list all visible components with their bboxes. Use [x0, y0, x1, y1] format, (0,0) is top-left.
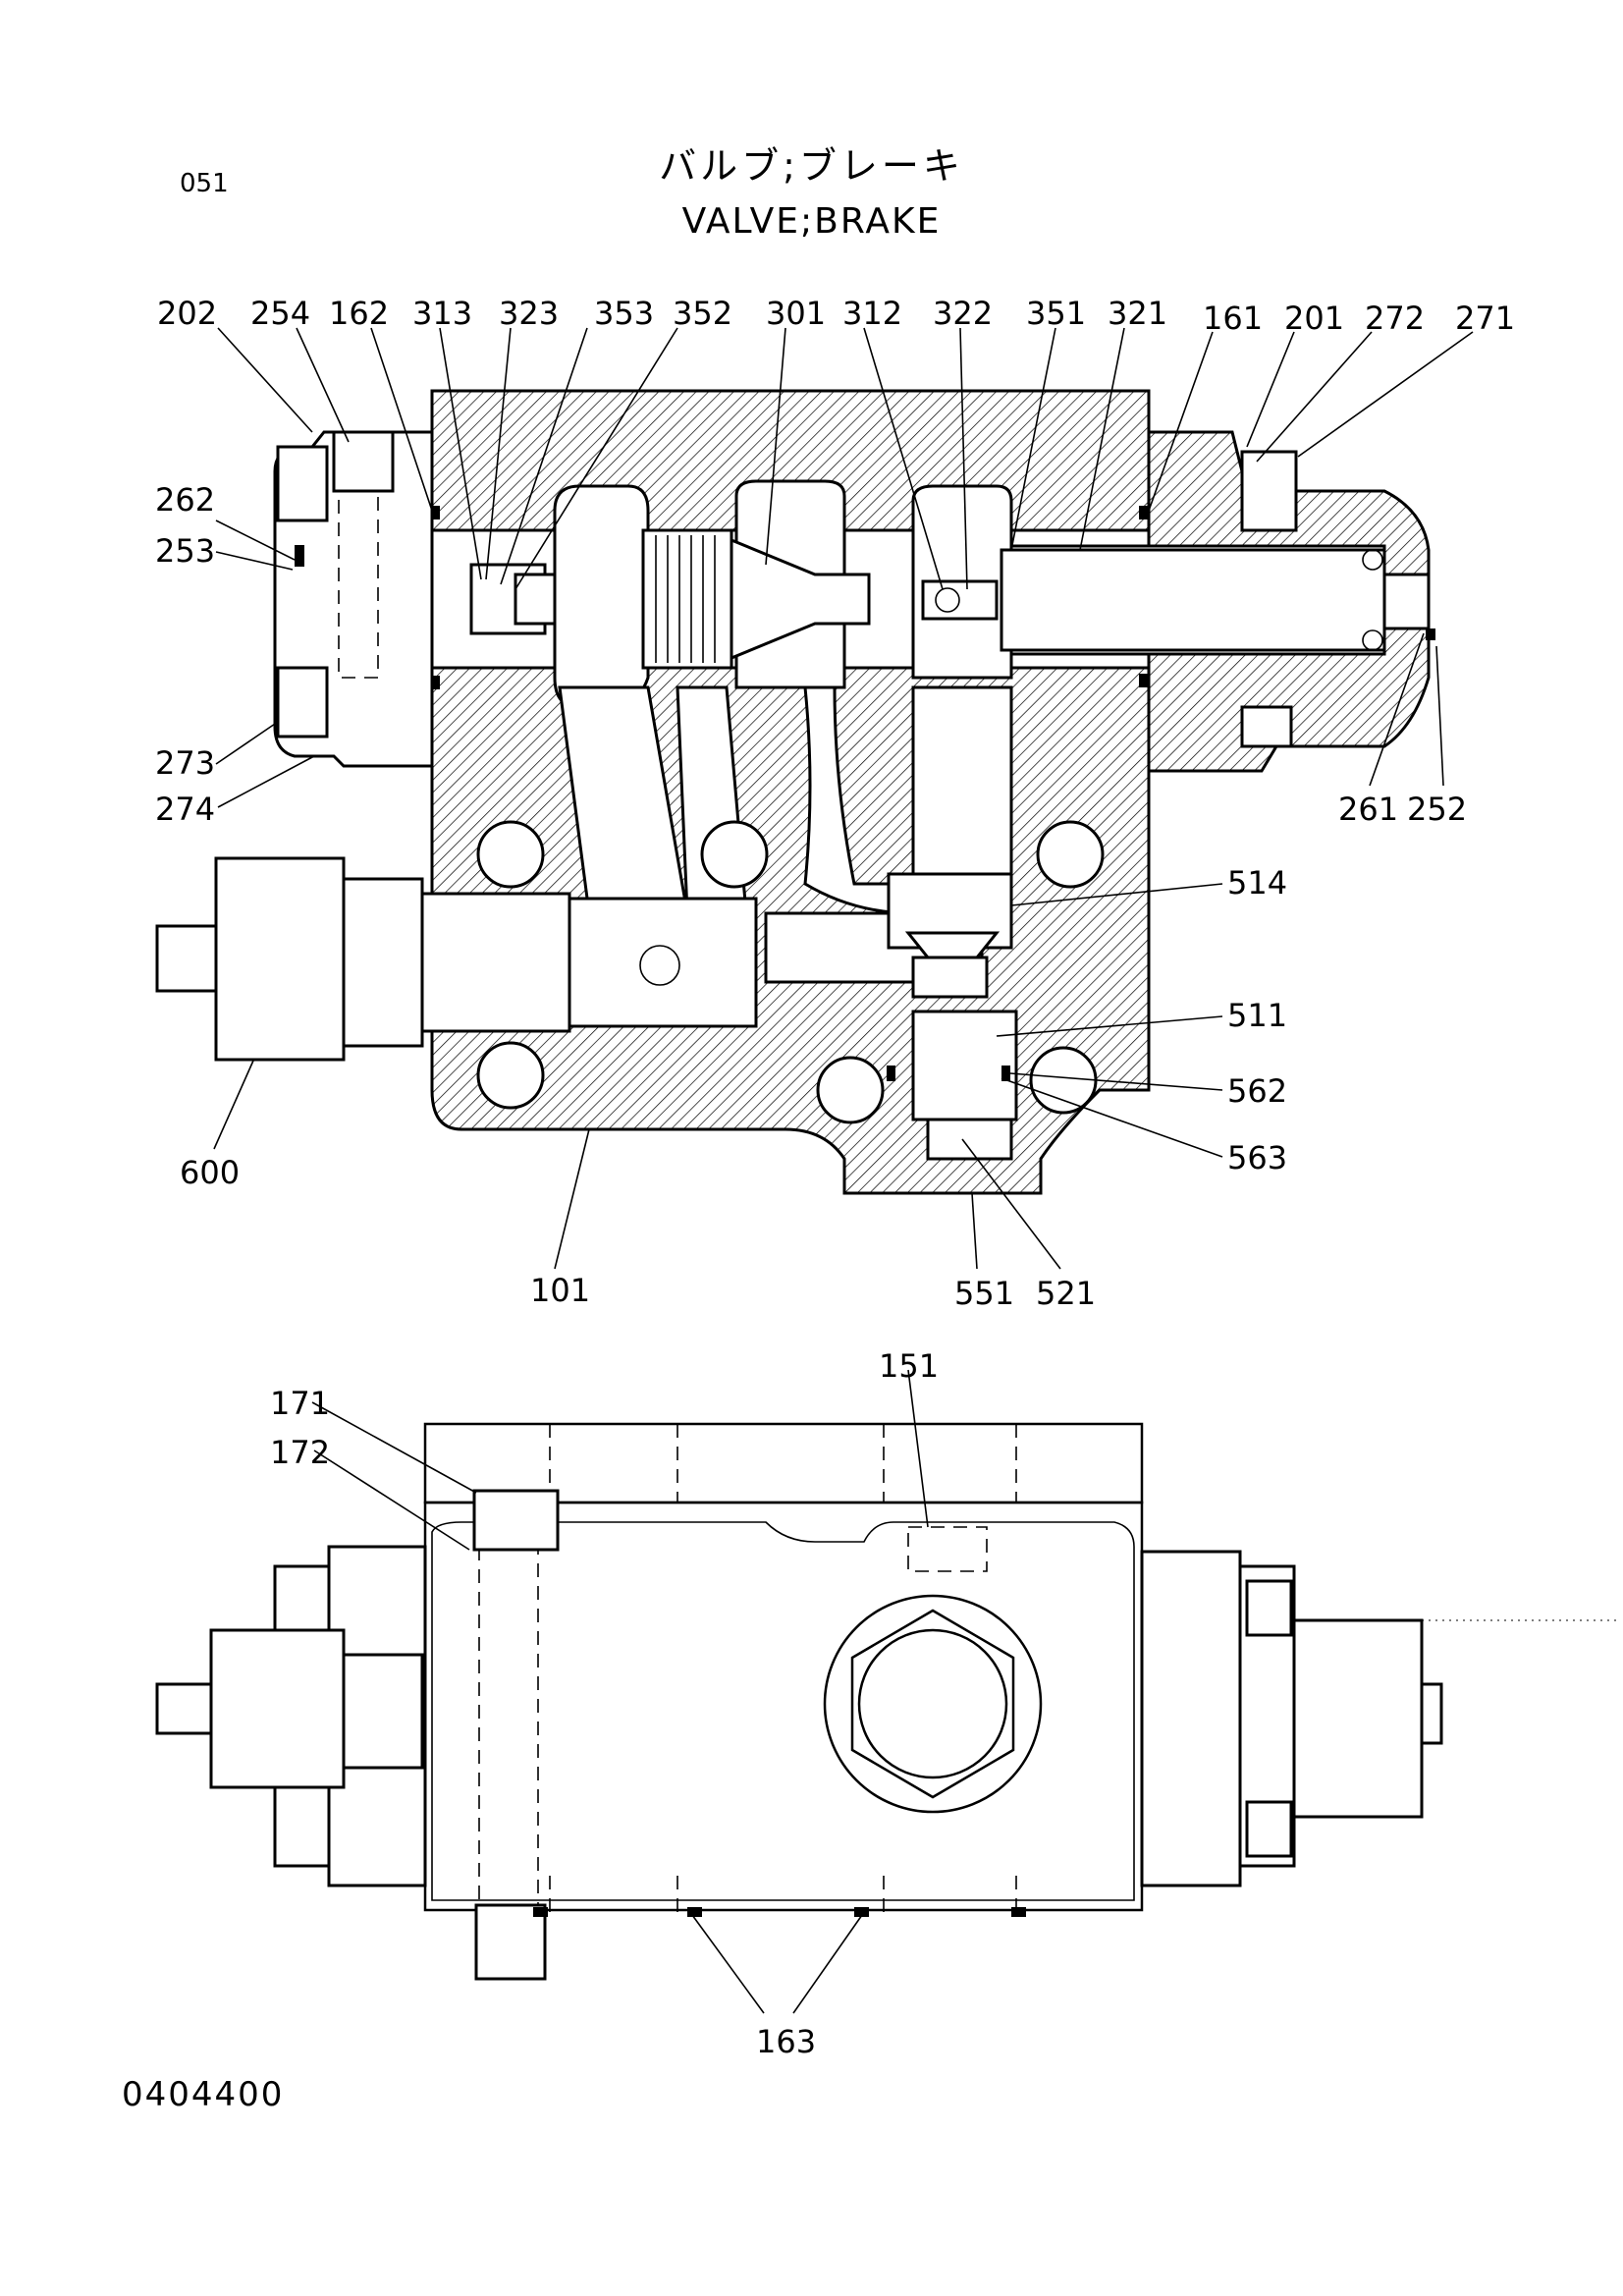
callout-253: 253 — [155, 532, 215, 570]
callout-511: 511 — [1227, 997, 1287, 1034]
callout-273: 273 — [155, 744, 215, 782]
title-japanese: バルブ;ブレーキ — [659, 144, 964, 188]
callout-274: 274 — [155, 791, 215, 828]
solenoid-hex — [342, 877, 424, 1048]
callout-562: 562 — [1227, 1072, 1287, 1110]
bolt-head — [472, 1489, 560, 1552]
callout-321: 321 — [1108, 295, 1167, 332]
callout-272: 272 — [1365, 300, 1425, 337]
callout-353: 353 — [594, 295, 654, 332]
callout-161: 161 — [1203, 300, 1263, 337]
passage-4 — [911, 685, 1013, 876]
callout-252: 252 — [1407, 791, 1467, 828]
callout-151: 151 — [879, 1347, 939, 1385]
section-view — [155, 389, 1435, 1195]
solenoid-body — [420, 892, 571, 1033]
callouts: 202 254 162 313 323 353 352 301 312 322 … — [155, 295, 1515, 2060]
exterior-body — [423, 1501, 1144, 1912]
leader-lines — [213, 327, 1474, 2014]
callout-600: 600 — [180, 1154, 240, 1191]
bolt-shank — [474, 1903, 547, 1981]
spool-cone — [730, 537, 871, 661]
solenoid-stud — [155, 924, 218, 993]
passage-3 — [746, 685, 915, 915]
callout-323: 323 — [499, 295, 559, 332]
callout-171: 171 — [270, 1385, 330, 1422]
callout-262: 262 — [155, 481, 215, 519]
page-code: 051 — [180, 169, 229, 198]
callout-261: 261 — [1338, 791, 1398, 828]
callout-563: 563 — [1227, 1139, 1287, 1176]
callout-352: 352 — [673, 295, 732, 332]
callout-551: 551 — [954, 1275, 1014, 1312]
title-english: VALVE;BRAKE — [681, 201, 942, 242]
exterior-view — [155, 1422, 1618, 1981]
plug-511 — [911, 1010, 1018, 1121]
callout-514: 514 — [1227, 864, 1287, 902]
port — [823, 1594, 1043, 1814]
spring — [1000, 548, 1386, 652]
callout-163: 163 — [756, 2023, 816, 2060]
callout-301: 301 — [766, 295, 826, 332]
callout-322: 322 — [933, 295, 993, 332]
callout-254: 254 — [250, 295, 310, 332]
callout-351: 351 — [1026, 295, 1086, 332]
solenoid-nut — [214, 856, 346, 1062]
plug-521 — [926, 1118, 1013, 1161]
callout-312: 312 — [842, 295, 902, 332]
spool-piston — [641, 528, 733, 670]
callout-201: 201 — [1284, 300, 1344, 337]
port-cavity-1 — [553, 484, 650, 709]
callout-271: 271 — [1455, 300, 1515, 337]
callout-172: 172 — [270, 1434, 330, 1471]
drawing-number: 0404400 — [122, 2075, 285, 2114]
callout-313: 313 — [412, 295, 472, 332]
callout-101: 101 — [530, 1272, 590, 1309]
callout-521: 521 — [1036, 1275, 1096, 1312]
callout-202: 202 — [157, 295, 217, 332]
callout-162: 162 — [329, 295, 389, 332]
